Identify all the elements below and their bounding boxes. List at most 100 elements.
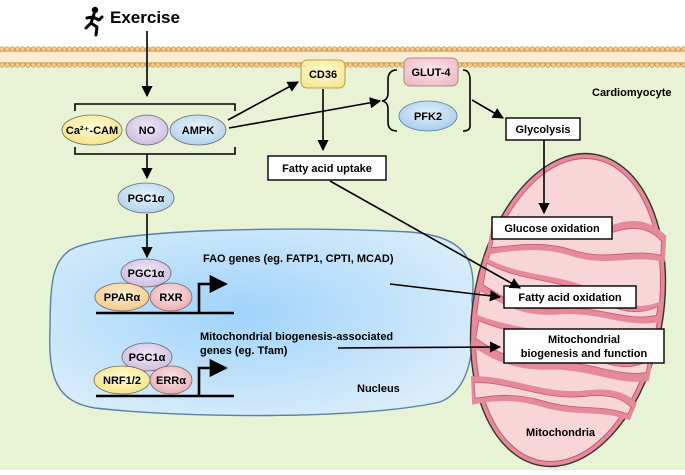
membrane-lipid-head (306, 46, 312, 52)
membrane-lipid-head (259, 62, 265, 68)
arrow-uptake-to-fao (329, 180, 521, 289)
membrane-lipid-head (139, 62, 145, 68)
membrane-lipid-head (571, 46, 577, 52)
no-node (125, 114, 169, 146)
membrane-lipid-head (675, 62, 681, 68)
membrane-lipid-head (165, 62, 171, 68)
membrane-lipid-head (576, 46, 582, 52)
membrane-lipid-head (555, 46, 561, 52)
membrane-lipid-head (587, 62, 593, 68)
membrane-lipid-head (483, 46, 489, 52)
membrane-lipid-head (249, 46, 255, 52)
membrane-lipid-head (129, 62, 135, 68)
membrane-lipid-head (472, 46, 478, 52)
pgc1a-cytoplasm-node (117, 182, 175, 214)
membrane-lipid-head (353, 62, 359, 68)
membrane-lipid-head (488, 46, 494, 52)
membrane-lipid-head (581, 46, 587, 52)
membrane-lipid-head (639, 62, 645, 68)
cardiomyocyte-label: Cardiomyocyte (592, 87, 671, 99)
pfk2-node (398, 100, 458, 132)
membrane-lipid-head (540, 46, 546, 52)
membrane-lipid-head (488, 62, 494, 68)
membrane-lipid-head (35, 46, 41, 52)
membrane-lipid-head (420, 46, 426, 52)
signals-bracket-bottom (74, 147, 236, 155)
pgc1a-complex1-node (120, 258, 172, 288)
membrane-lipid-head (103, 46, 109, 52)
membrane-lipid-head (171, 62, 177, 68)
membrane-lipid-head (249, 62, 255, 68)
membrane-lipid-head (680, 62, 685, 68)
cell-membrane (0, 46, 685, 68)
membrane-lipid-head (9, 62, 15, 68)
glut4-label: GLUT-4 (411, 67, 451, 79)
membrane-lipid-head (670, 62, 676, 68)
membrane-lipid-head (4, 62, 10, 68)
membrane-lipid-head (93, 46, 99, 52)
ppara-label: PPARα (104, 292, 141, 304)
membrane-lipid-head (82, 62, 88, 68)
membrane-lipid-head (561, 62, 567, 68)
membrane-lipid-head (607, 62, 613, 68)
membrane-lipid-head (425, 46, 431, 52)
membrane-lipid-head (332, 46, 338, 52)
membrane-lipid-head (618, 62, 624, 68)
membrane-lipid-head (633, 62, 639, 68)
membrane-lipid-head (228, 46, 234, 52)
membrane-lipid-head (15, 62, 21, 68)
membrane-lipid-head (30, 62, 36, 68)
arrow-mito-genes-to-biogenesis (337, 341, 502, 353)
membrane-lipid-head (519, 62, 525, 68)
pfk2-label: PFK2 (414, 111, 442, 123)
membrane-lipid-head (493, 46, 499, 52)
membrane-lipid-head (15, 46, 21, 52)
membrane-lipid-head (160, 46, 166, 52)
membrane-lipid-head (259, 46, 265, 52)
membrane-lipid-head (113, 62, 119, 68)
membrane-lipid-head (623, 62, 629, 68)
membrane-lipid-head (316, 46, 322, 52)
membrane-lipid-head (519, 46, 525, 52)
membrane-lipid-head (0, 62, 5, 68)
rxr-label: RXR (159, 292, 182, 304)
membrane-lipid-head (87, 46, 93, 52)
glut-pfk-right-brace (462, 69, 471, 132)
membrane-lipid-head (233, 62, 239, 68)
ppara-node (94, 282, 150, 312)
membrane-lipid-head (321, 46, 327, 52)
membrane-lipid-head (181, 62, 187, 68)
membrane-lipid-head (477, 62, 483, 68)
membrane-lipid-head (613, 46, 619, 52)
membrane-lipid-head (379, 62, 385, 68)
membrane-lipid-head (207, 62, 213, 68)
membrane-lipid-head (477, 46, 483, 52)
membrane-lipid-head (295, 62, 301, 68)
membrane-lipid-head (373, 62, 379, 68)
membrane-lipid-head (347, 46, 353, 52)
membrane-lipid-head (186, 62, 192, 68)
membrane-lipid-head (67, 62, 73, 68)
membrane-lipid-head (176, 62, 182, 68)
membrane-lipid-head (389, 46, 395, 52)
fatty-acid-uptake-label: Fatty acid uptake (282, 163, 372, 175)
cd36-label: CD36 (309, 69, 337, 81)
membrane-lipid-head (467, 62, 473, 68)
membrane-lipid-head (217, 62, 223, 68)
membrane-lipid-head (98, 46, 104, 52)
membrane-lipid-head (498, 46, 504, 52)
membrane-lipid-head (46, 46, 52, 52)
membrane-lipid-head (597, 46, 603, 52)
membrane-lipid-head (275, 46, 281, 52)
membrane-lipid-head (498, 62, 504, 68)
membrane-lipid-head (555, 62, 561, 68)
membrane-lipid-head (566, 46, 572, 52)
fatty-acid-oxidation-label: Fatty acid oxidation (518, 292, 622, 304)
membrane-lipid-head (150, 62, 156, 68)
membrane-lipid-head (93, 62, 99, 68)
membrane-lipid-head (462, 62, 468, 68)
no-label: NO (139, 125, 156, 137)
membrane-lipid-head (254, 46, 260, 52)
membrane-lipid-head (103, 62, 109, 68)
membrane-lipid-head (61, 46, 67, 52)
